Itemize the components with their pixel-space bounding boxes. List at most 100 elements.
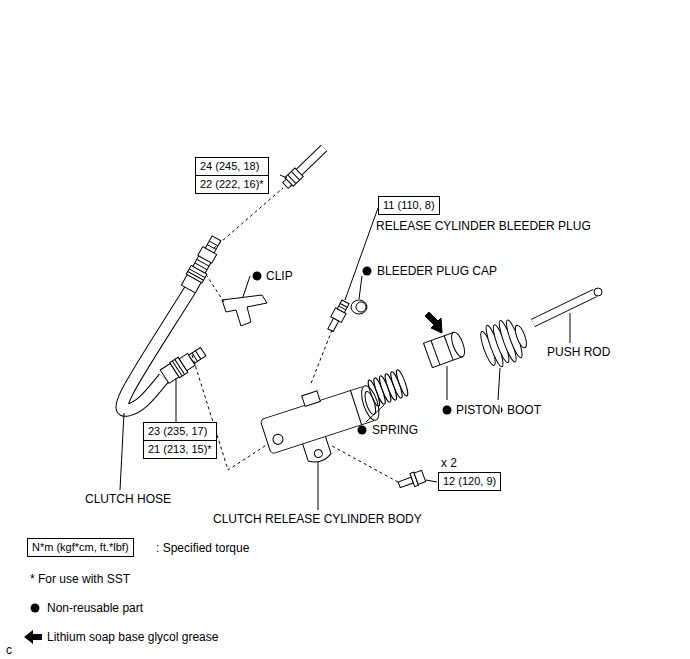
leader-line (426, 480, 437, 482)
bolt-part (398, 477, 413, 487)
cylinder-body (272, 433, 285, 446)
leader-line (359, 276, 362, 299)
boot-part (513, 324, 529, 349)
push-rod (594, 288, 602, 296)
spring-part (366, 369, 409, 408)
push-rod (533, 293, 595, 323)
piston-part (449, 331, 467, 359)
push-rod (533, 293, 595, 323)
part-name: SPRING (371, 423, 419, 437)
torque-value: 24 (245, 18) (196, 158, 268, 175)
non-reusable-dot (31, 267, 503, 613)
clutch-hose (195, 351, 200, 359)
clutch-hose (160, 344, 208, 384)
part-name: CLIP (265, 269, 294, 283)
brake-pipe (281, 148, 324, 190)
boot-part (477, 314, 532, 370)
spring-part (394, 369, 409, 397)
clutch-hose (189, 347, 206, 363)
clutch-hose (122, 290, 190, 410)
piston-part (444, 336, 453, 360)
torque-box: 23 (235, 17)21 (213, 15)* (143, 422, 217, 459)
torque-box: 24 (245, 18)22 (222, 16)* (195, 157, 269, 194)
grease-arrow (24, 630, 42, 644)
non-reusable-dot (358, 426, 367, 435)
clutch-hose (205, 236, 221, 253)
torque-value: 12 (120, 9) (439, 473, 500, 490)
bolt-part (414, 470, 426, 484)
assembly-line (332, 446, 398, 482)
assembly-line (207, 276, 224, 302)
part-name: CLUTCH HOSE (84, 492, 172, 506)
piston-part (424, 331, 468, 368)
figure-code: c (5, 643, 13, 657)
cylinder-body (260, 386, 376, 454)
bolt-part (397, 469, 426, 491)
legend-note: * For use with SST (29, 572, 131, 586)
bleeder-cap (351, 300, 367, 314)
torque-value: N*m (kgf*cm, ft.*lbf) (28, 539, 133, 556)
clutch-hose (122, 234, 224, 410)
brake-pipe (283, 179, 292, 188)
brake-pipe (281, 168, 303, 190)
leader-line (318, 462, 319, 510)
torque-value: 23 (235, 17) (144, 423, 216, 440)
part-name: RELEASE CYLINDER BLEEDER PLUG (375, 219, 592, 233)
leader-line (498, 368, 500, 400)
brake-pipe (291, 171, 299, 180)
piston-part (431, 341, 440, 365)
torque-value: 11 (110, 8) (379, 197, 439, 214)
bleeder-plug (339, 306, 346, 310)
cylinder-body (257, 374, 389, 475)
cylinder-body (358, 384, 382, 423)
bleeder-plug (325, 299, 351, 333)
push-rod (533, 288, 602, 323)
parts-illustration (120, 148, 602, 510)
leader-line (447, 366, 448, 400)
part-name: PISTON (455, 403, 501, 417)
part-name: BOOT (506, 403, 542, 417)
bleeder-cap (356, 302, 366, 312)
assembly-line (310, 330, 332, 386)
leader-line (176, 378, 177, 422)
leader-line (570, 313, 571, 343)
non-reusable-dot (253, 272, 262, 281)
assembly-line (192, 188, 398, 482)
leader-line (120, 413, 124, 490)
torque-value: 22 (222, 16)* (196, 175, 268, 193)
torque-value: 21 (213, 15)* (144, 440, 216, 458)
legend-row: Non-reusable part (46, 601, 144, 615)
cylinder-body (350, 391, 361, 425)
non-reusable-dot (443, 406, 452, 415)
clutch-hose (180, 234, 224, 293)
legend-note: : Specified torque (155, 541, 250, 555)
leader-line (243, 276, 250, 297)
clutch-hose (209, 241, 218, 246)
assembly-line (214, 188, 283, 248)
legend-text: Lithium soap base glycol grease (47, 630, 218, 644)
clutch-hose (122, 290, 190, 410)
cylinder-body (302, 391, 321, 406)
torque-box: 12 (120, 9) (438, 472, 501, 491)
quantity-note: x 2 (440, 456, 458, 470)
legend-row: Lithium soap base glycol grease (46, 630, 219, 644)
torque-box: 11 (110, 8) (378, 196, 440, 215)
grease-arrow (425, 312, 442, 333)
leader-line (280, 175, 287, 178)
cylinder-body (313, 448, 323, 458)
clip-part (222, 295, 267, 326)
bleeder-plug (337, 300, 349, 313)
part-name: BLEEDER PLUG CAP (376, 264, 498, 278)
bleeder-plug (340, 304, 347, 308)
legend-text: Non-reusable part (47, 601, 143, 615)
leader-line (366, 405, 384, 422)
part-name: CLUTCH RELEASE CYLINDER BODY (212, 512, 423, 526)
bleeder-cap (351, 300, 367, 314)
torque-box: N*m (kgf*cm, ft.*lbf) (27, 538, 134, 557)
part-name: PUSH ROD (546, 345, 611, 359)
non-reusable-dot (31, 604, 40, 613)
non-reusable-dot (363, 267, 372, 276)
